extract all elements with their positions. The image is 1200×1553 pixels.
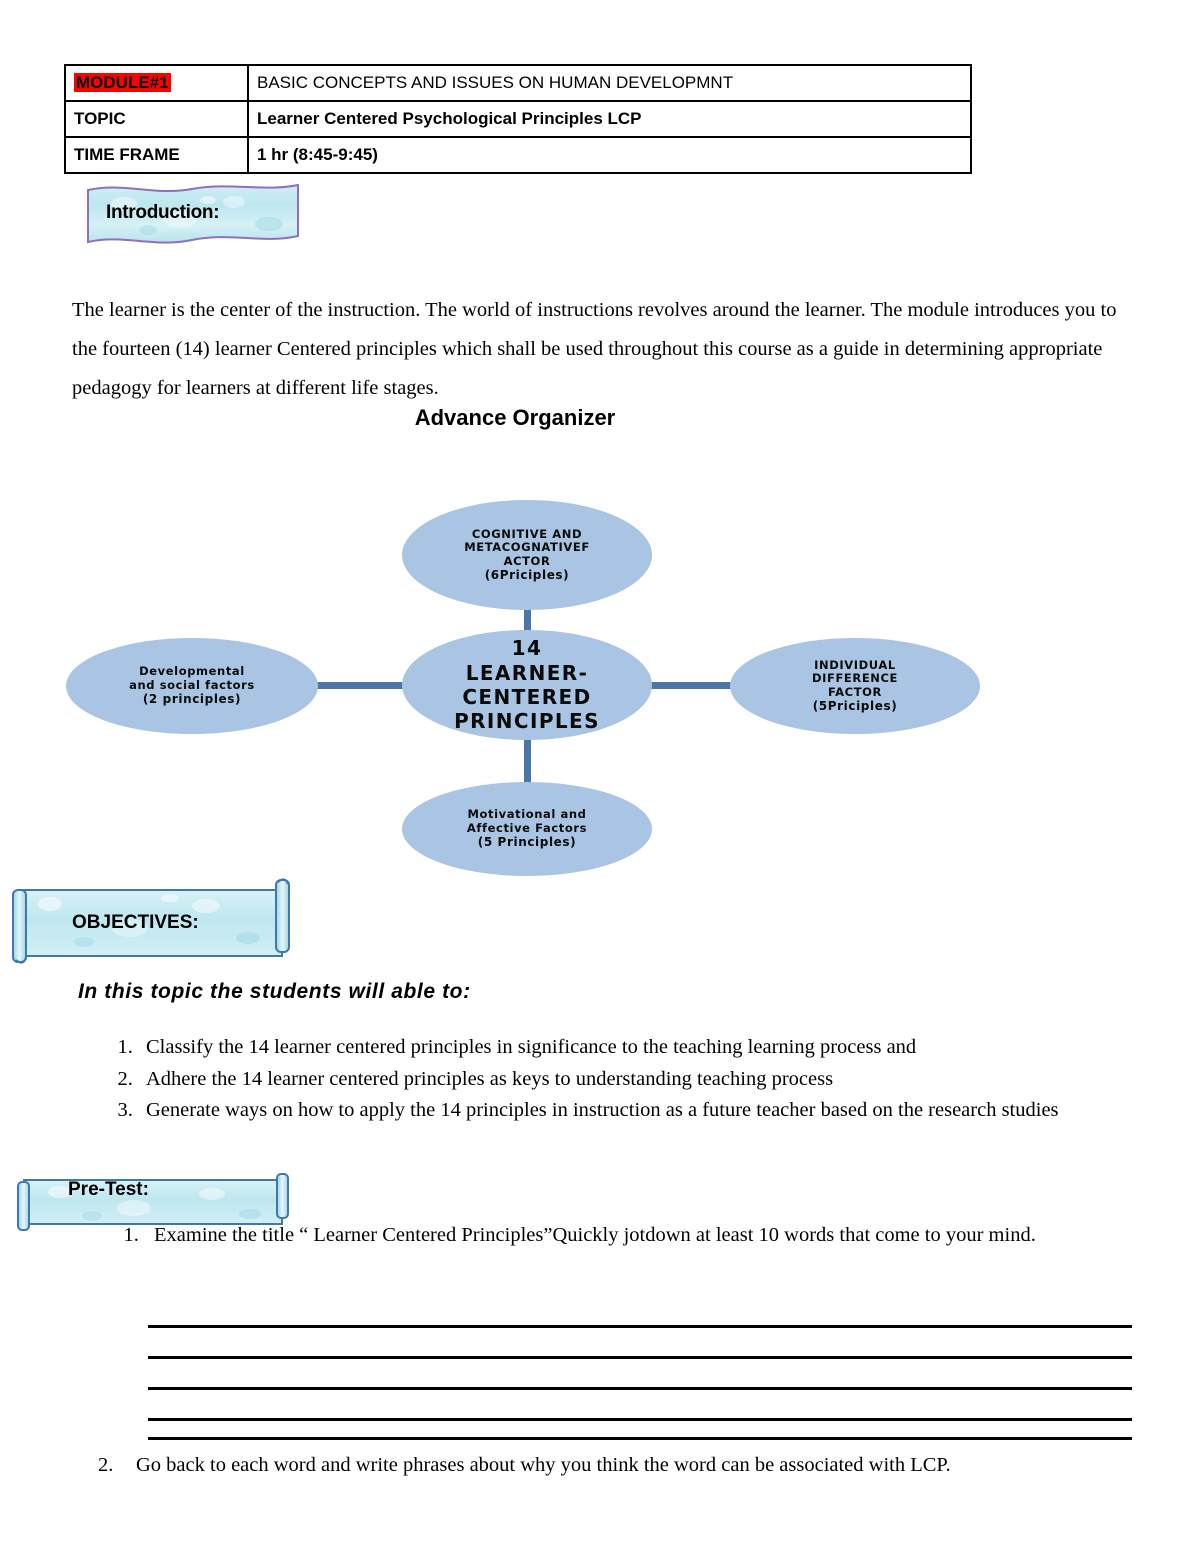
topic-label-cell: TOPIC [64, 100, 249, 138]
module-info-table: MODULE#1 BASIC CONCEPTS AND ISSUES ON HU… [64, 64, 972, 174]
advance-organizer-heading: Advance Organizer [414, 405, 616, 430]
pretest-list: Examine the title “ Learner Centered Pri… [98, 1218, 1184, 1252]
node-bottom-line2: Affective Factors [466, 820, 588, 835]
node-top-count: (6Priciples) [484, 568, 570, 583]
node-cognitive-metacognitive: COGNITIVE AND METACOGNATIVEF ACTOR (6Pri… [402, 500, 652, 610]
table-row: TIME FRAME 1 hr (8:45-9:45) [64, 136, 972, 174]
node-center-line1: 14 [511, 636, 543, 661]
node-center-line4: PRINCIPLES [454, 709, 600, 734]
pretest-banner: Pre-Test: [14, 1172, 299, 1240]
objectives-banner-label: OBJECTIVES: [72, 912, 199, 933]
topic-value-cell: Learner Centered Psychological Principle… [247, 100, 972, 138]
node-right-line1: INDIVIDUAL [814, 657, 896, 672]
time-frame-value-cell: 1 hr (8:45-9:45) [247, 136, 972, 174]
pretest-item-2-number: 2. [98, 1454, 114, 1476]
scroll-ribbon-icon [12, 878, 290, 964]
connector-top [524, 590, 531, 638]
node-left-line2: and social factors [129, 677, 255, 692]
table-row: TOPIC Learner Centered Psychological Pri… [64, 100, 972, 138]
node-right-line3: FACTOR [828, 684, 882, 699]
objectives-list: Classify the 14 learner centered princip… [92, 1032, 1158, 1127]
pretest-item-2-text: Go back to each word and write phrases a… [136, 1454, 951, 1476]
time-frame-label-cell: TIME FRAME [64, 136, 249, 174]
node-bottom-count: (5 Principles) [477, 835, 577, 850]
wavy-ribbon-icon [87, 183, 299, 244]
advance-organizer-diagram: COGNITIVE AND METACOGNATIVEF ACTOR (6Pri… [0, 470, 1050, 880]
node-14-learner-centered-principles: 14 LEARNER- CENTERED PRINCIPLES [402, 630, 652, 740]
module-value-cell: BASIC CONCEPTS AND ISSUES ON HUMAN DEVEL… [247, 64, 972, 102]
list-item: Examine the title “ Learner Centered Pri… [144, 1218, 1184, 1252]
node-left-count: (2 principles) [142, 692, 242, 707]
node-individual-difference-factor: INDIVIDUAL DIFFERENCE FACTOR (5Priciples… [730, 638, 980, 734]
answer-line[interactable] [148, 1418, 1132, 1421]
table-row: MODULE#1 BASIC CONCEPTS AND ISSUES ON HU… [64, 64, 972, 102]
module-number-highlight: MODULE#1 [74, 73, 171, 92]
node-center-line2: LEARNER- [465, 660, 589, 685]
node-center-line3: CENTERED [462, 685, 592, 709]
node-developmental-social-factors: Developmental and social factors (2 prin… [66, 638, 318, 734]
answer-line[interactable] [148, 1356, 1132, 1359]
node-left-line1: Developmental [139, 664, 245, 679]
connector-left [300, 682, 412, 689]
node-top-line2: METACOGNATIVEF [464, 540, 590, 555]
connector-bottom [524, 732, 531, 788]
list-item: Generate ways on how to apply the 14 pri… [138, 1095, 1158, 1127]
node-top-line3: ACTOR [503, 553, 551, 568]
node-right-line2: DIFFERENCE [811, 671, 899, 686]
answer-line[interactable] [148, 1387, 1132, 1390]
scroll-ribbon-icon [17, 1173, 289, 1231]
pretest-banner-label: Pre-Test: [68, 1179, 149, 1200]
list-item: Adhere the 14 learner centered principle… [138, 1064, 1158, 1096]
answer-line[interactable] [148, 1437, 1132, 1440]
answer-line[interactable] [148, 1325, 1132, 1328]
node-right-count: (5Priciples) [812, 699, 898, 714]
objectives-banner: OBJECTIVES: [10, 872, 300, 977]
pretest-item-2: 2. Go back to each word and write phrases… [98, 1448, 1138, 1482]
objectives-intro: In this topic the students will able to: [78, 980, 471, 1003]
connector-right [642, 682, 742, 689]
list-item: Classify the 14 learner centered princip… [138, 1032, 1158, 1064]
module-label-cell: MODULE#1 [64, 64, 249, 102]
node-motivational-affective-factors: Motivational and Affective Factors (5 Pr… [402, 782, 652, 876]
node-bottom-line1: Motivational and [467, 807, 587, 822]
introduction-banner: Introduction: [84, 180, 302, 248]
introduction-paragraph: The learner is the center of the instruc… [72, 299, 1117, 399]
node-top-line1: COGNITIVE AND [471, 526, 583, 541]
introduction-banner-label: Introduction: [106, 202, 220, 223]
